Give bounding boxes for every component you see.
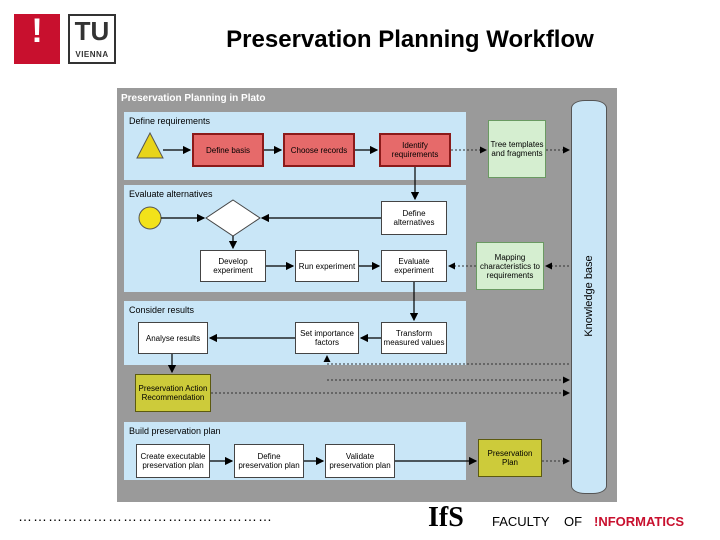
diagram-title: Preservation Planning in Plato: [121, 93, 266, 104]
node-choose-records: Choose records: [283, 133, 355, 167]
node-define-basis: Define basis: [192, 133, 264, 167]
node-evaluate-experiment: Evaluate experiment: [381, 250, 447, 282]
node-analyse-results: Analyse results: [138, 322, 208, 354]
start-circle-icon: [138, 206, 162, 230]
page-title: Preservation Planning Workflow: [226, 26, 594, 53]
footer-of-text: OF: [564, 514, 583, 529]
node-define-preservation-plan: Define preservation plan: [234, 444, 304, 478]
tu-logo-text: TU: [74, 16, 110, 46]
node-preservation-action-recommendation: Preservation Action Recommendation: [135, 374, 211, 412]
node-develop-experiment: Develop experiment: [200, 250, 266, 282]
tu-logo-subtext: VIENNA: [75, 50, 109, 59]
panel-label-define: Define requirements: [129, 116, 211, 126]
footer-faculty-text: FACULTY: [492, 514, 550, 529]
tu-logo-red-block: [14, 14, 60, 64]
node-run-experiment: Run experiment: [295, 250, 359, 282]
start-triangle-icon: [136, 131, 164, 159]
node-validate-preservation-plan: Validate preservation plan: [325, 444, 395, 478]
node-preservation-plan: Preservation Plan: [478, 439, 542, 477]
node-identify-requirements: Identify requirements: [379, 133, 451, 167]
panel-label-evaluate: Evaluate alternatives: [129, 189, 213, 199]
node-tree-templates: Tree templates and fragments: [488, 120, 546, 178]
knowledge-base: [571, 100, 607, 494]
footer-informatics-text: !NFORMATICS: [594, 514, 685, 529]
node-mapping-characteristics: Mapping characteristics to requirements: [476, 242, 544, 290]
node-set-importance-factors: Set importance factors: [295, 322, 359, 354]
footer-dotted-rule: ……………………………………………: [18, 508, 273, 524]
node-create-executable-plan: Create executable preservation plan: [136, 444, 210, 478]
decision-diamond: [205, 199, 261, 237]
tu-logo-frame: [68, 14, 116, 64]
node-transform-measured-values: Transform measured values: [381, 322, 447, 354]
panel-label-build: Build preservation plan: [129, 426, 221, 436]
tu-logo-mark: !: [31, 12, 43, 50]
node-define-alternatives: Define alternatives: [381, 201, 447, 235]
ifs-logo: IfS: [428, 502, 464, 533]
panel-label-consider: Consider results: [129, 305, 195, 315]
